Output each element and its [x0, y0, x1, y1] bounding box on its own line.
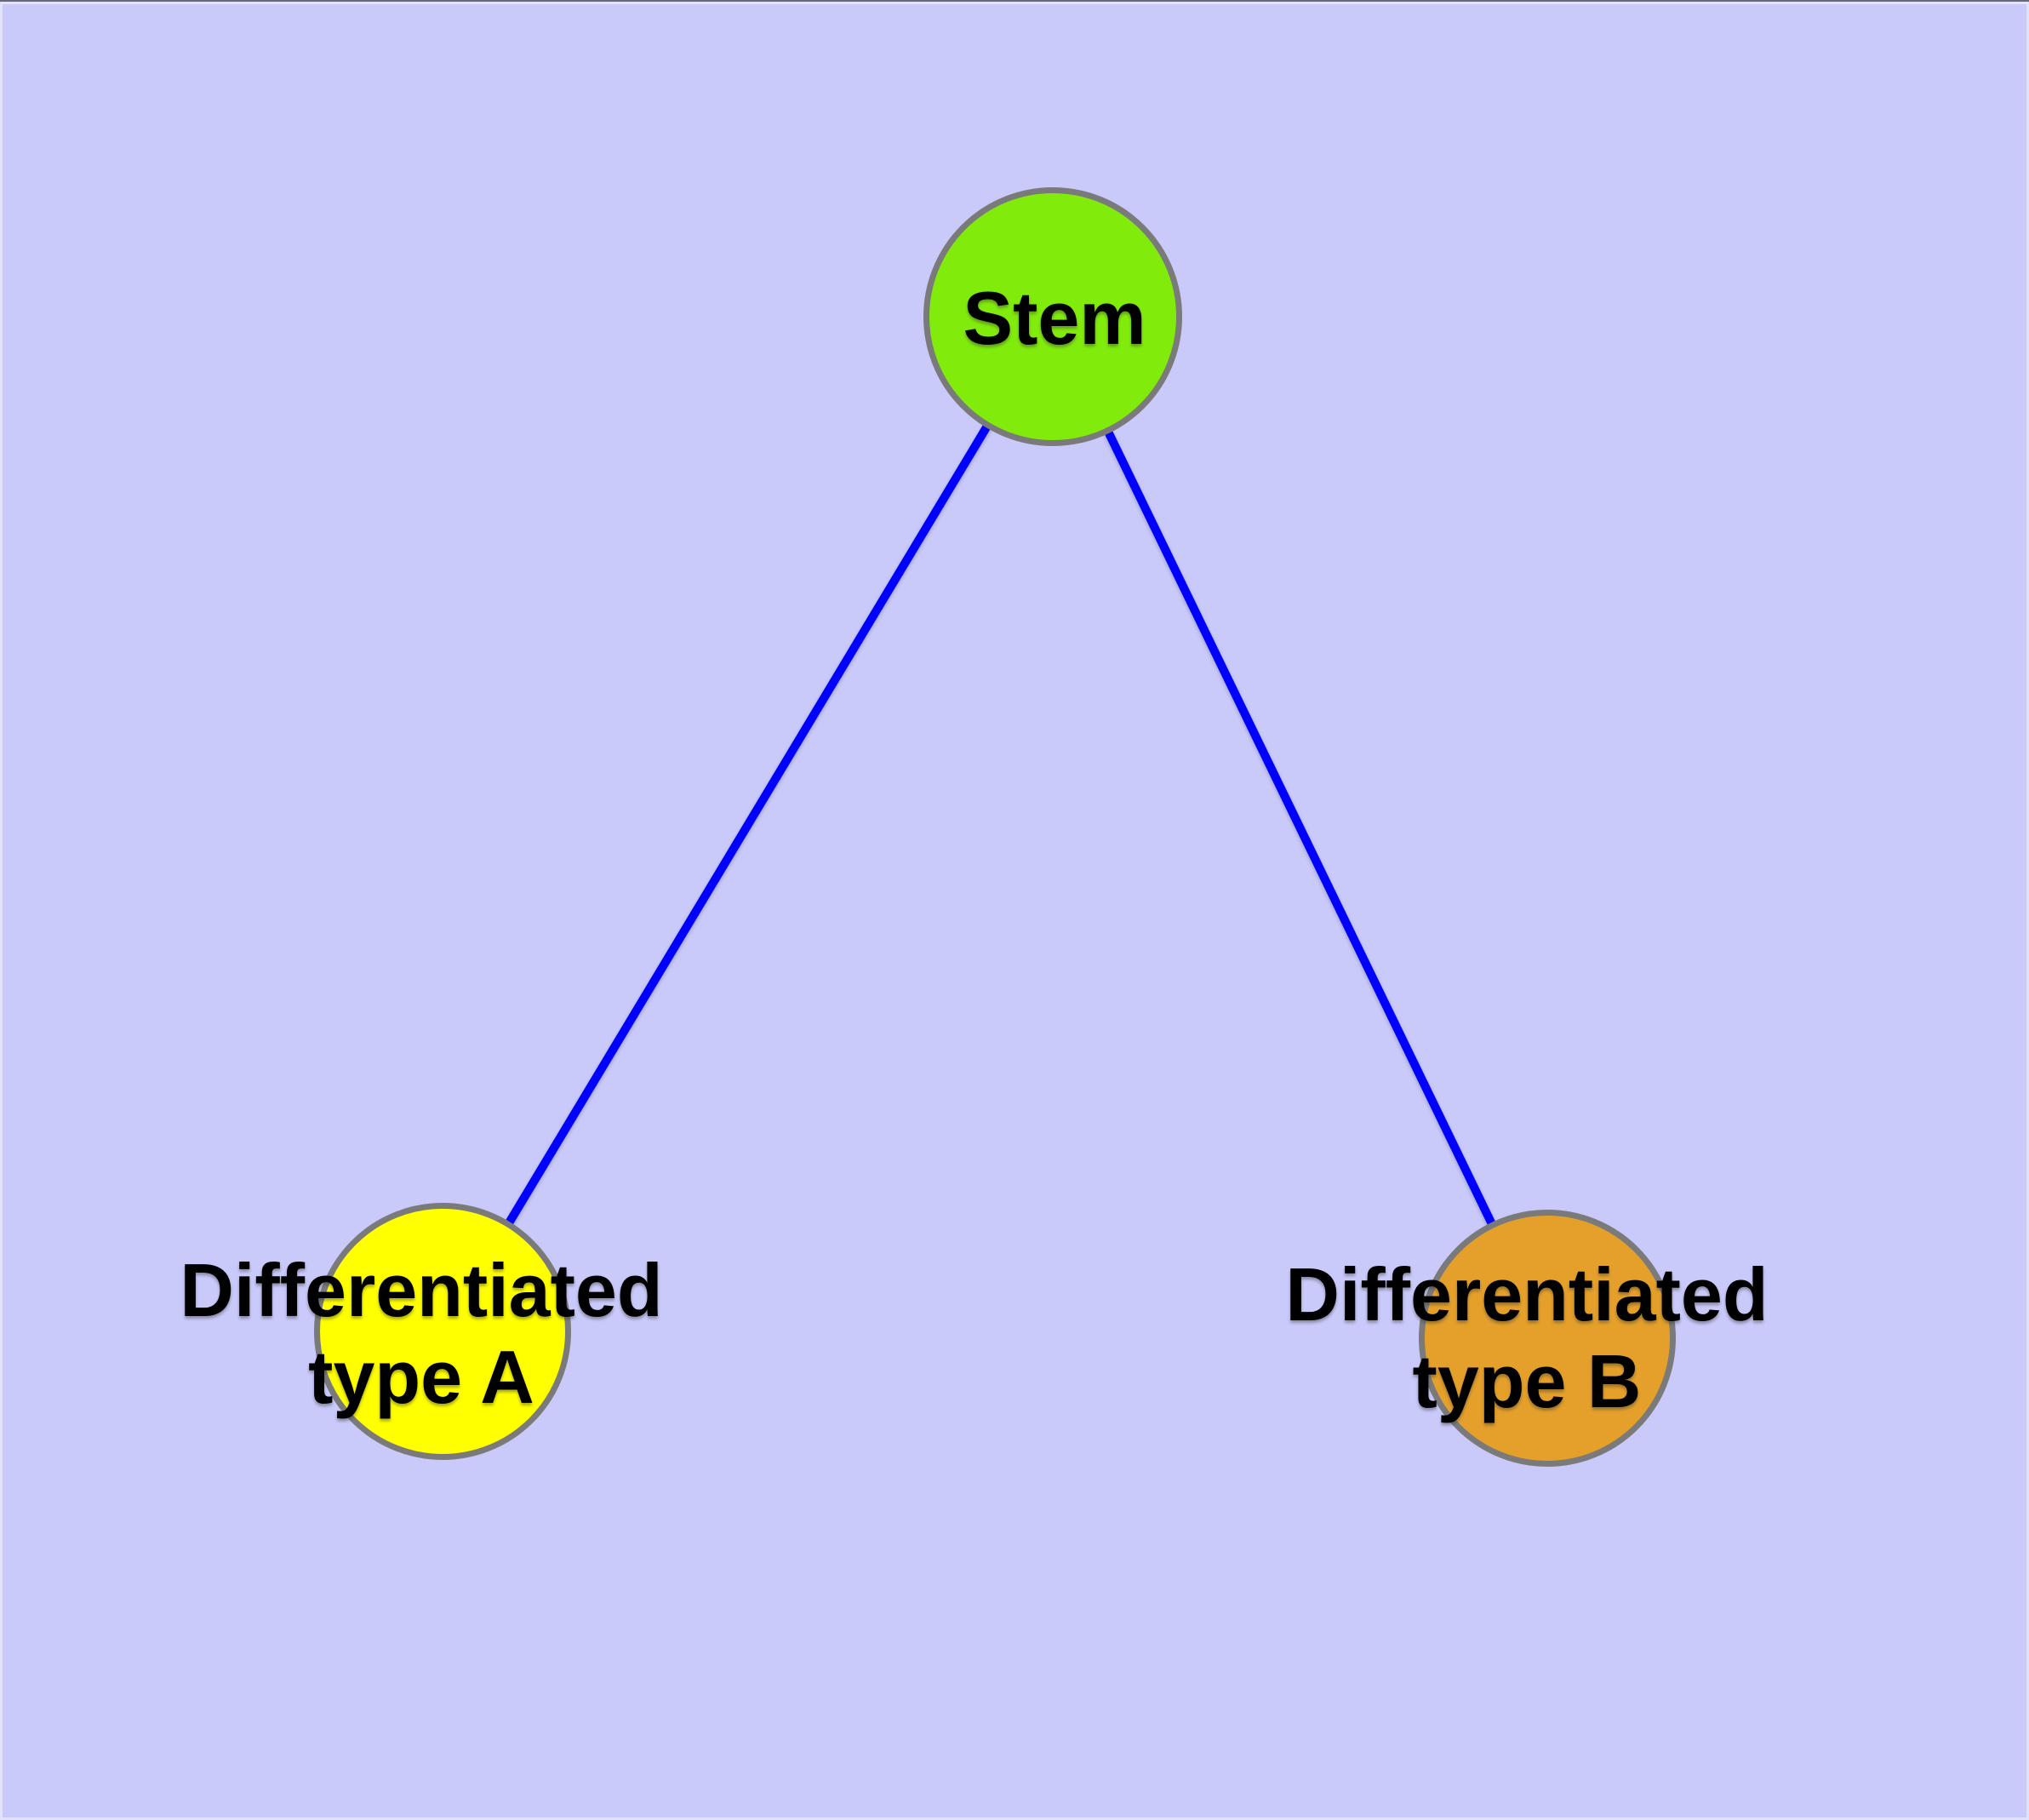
node-differentiated-type-b: [1419, 1210, 1676, 1467]
node-label-differentiated-type-b: Differentiated type B: [1285, 1252, 1769, 1423]
node-label-stem: Stem: [963, 276, 1146, 360]
node-label-differentiated-type-a: Differentiated type A: [180, 1248, 663, 1419]
node-differentiated-type-a: [314, 1203, 571, 1460]
edge-stem-to-type-b: [1105, 429, 1495, 1227]
edge-stem-to-type-a: [506, 423, 991, 1226]
node-stem: [923, 187, 1182, 446]
